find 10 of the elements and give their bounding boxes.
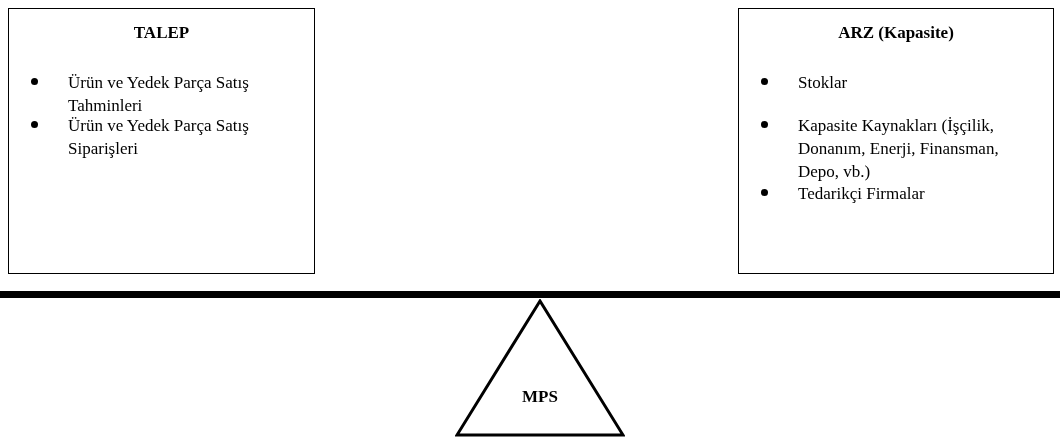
list-item: Kapasite Kaynakları (İşçilik, Donanım, Enerji, Finansman, Depo, vb.) xyxy=(798,115,1000,183)
triangle-label: MPS xyxy=(522,387,558,407)
list-item: Ürün ve Yedek Parça Satış Siparişleri xyxy=(68,115,250,160)
list-item: Stoklar xyxy=(798,72,849,94)
list-item: Tedarikçi Firmalar xyxy=(798,183,926,205)
box-heading: TALEP xyxy=(133,23,190,43)
box-heading: ARZ (Kapasite) xyxy=(838,23,954,43)
text-box xyxy=(8,8,315,274)
list-item: Ürün ve Yedek Parça Satış Tahminleri xyxy=(68,72,250,117)
text-box xyxy=(738,8,1054,274)
